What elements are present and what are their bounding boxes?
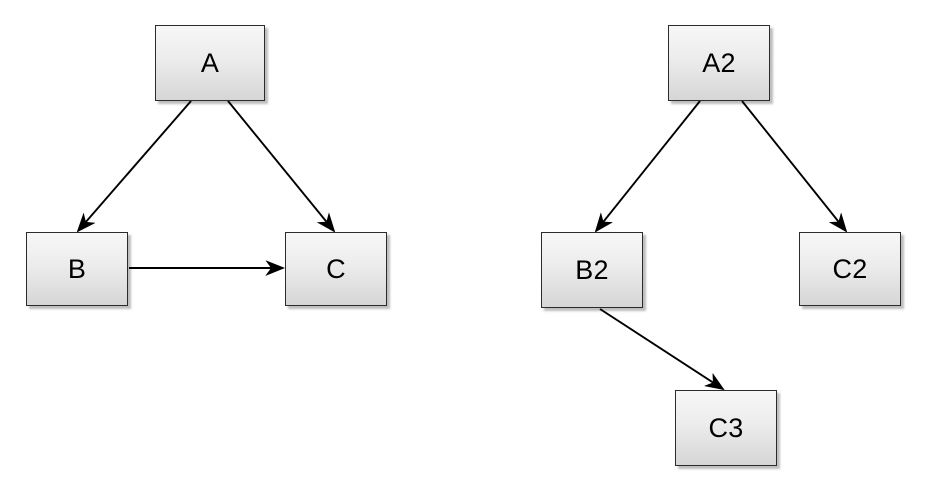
edges-group bbox=[78, 100, 846, 389]
node-label-a2: A2 bbox=[702, 47, 736, 78]
node-a2[interactable]: A2 bbox=[668, 25, 770, 101]
edge-a2-to-b2[interactable] bbox=[596, 100, 701, 231]
node-label-c2: C2 bbox=[832, 253, 868, 284]
node-label-c: C bbox=[326, 253, 346, 284]
edge-a2-to-c2[interactable] bbox=[741, 100, 846, 231]
node-c[interactable]: C bbox=[285, 232, 387, 306]
node-c3[interactable]: C3 bbox=[675, 390, 777, 466]
node-b[interactable]: B bbox=[26, 232, 128, 306]
node-a[interactable]: A bbox=[155, 25, 265, 101]
node-label-b2: B2 bbox=[575, 254, 609, 285]
edge-b2-to-c3[interactable] bbox=[599, 308, 723, 389]
node-label-c3: C3 bbox=[708, 412, 744, 443]
edge-a-to-b[interactable] bbox=[78, 100, 192, 231]
edge-a-to-c[interactable] bbox=[227, 100, 334, 231]
node-label-b: B bbox=[67, 253, 87, 284]
node-c2[interactable]: C2 bbox=[799, 232, 901, 306]
node-b2[interactable]: B2 bbox=[541, 232, 643, 308]
node-label-a: A bbox=[200, 47, 220, 78]
